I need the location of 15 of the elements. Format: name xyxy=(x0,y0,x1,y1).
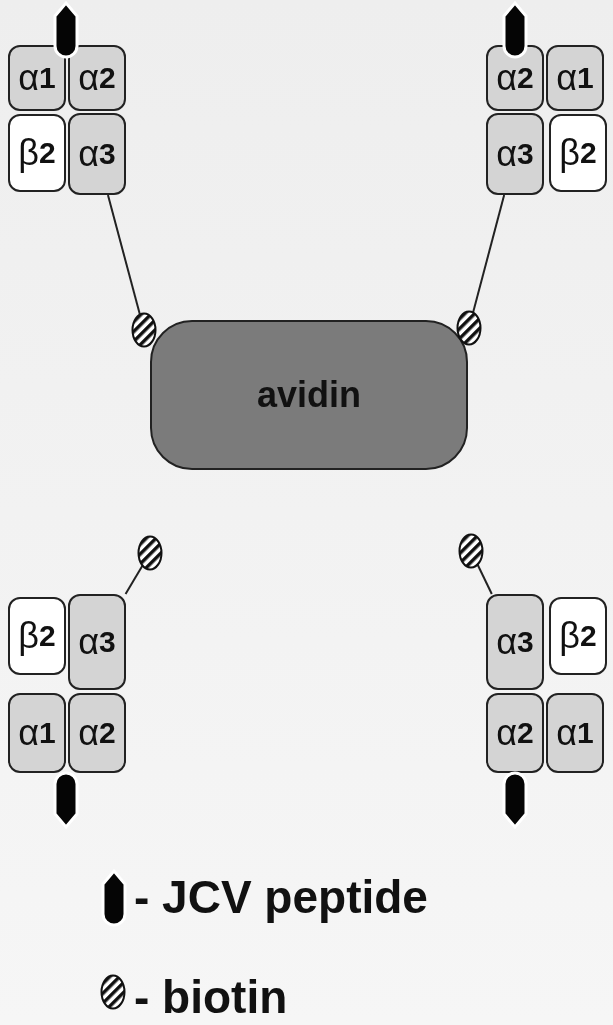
peptide-shape xyxy=(501,0,529,60)
peptide-shape xyxy=(52,0,80,60)
peptide-shape xyxy=(52,770,80,830)
connector-line xyxy=(476,563,493,595)
hatched-oval xyxy=(456,310,482,346)
hatched-oval xyxy=(131,312,157,348)
connector-line xyxy=(124,564,144,595)
peptide-shape xyxy=(501,770,529,830)
legend-text: - biotin xyxy=(134,970,288,1024)
hatched-oval xyxy=(458,533,484,569)
hatched-oval xyxy=(137,535,163,571)
connector-line xyxy=(472,194,506,314)
legend-text: - JCV peptide xyxy=(134,870,428,924)
avidin-box: avidin xyxy=(150,320,468,470)
connector-line xyxy=(106,194,141,316)
